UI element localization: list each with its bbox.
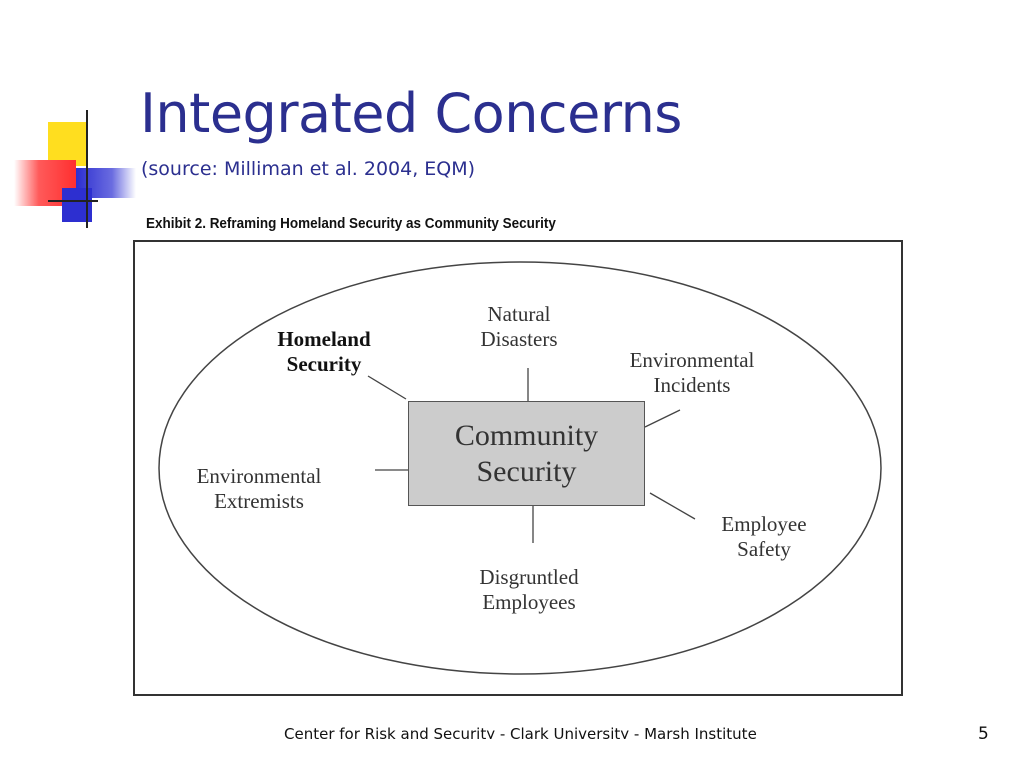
page-number: 5 bbox=[978, 724, 989, 744]
connector-homeland bbox=[367, 375, 407, 400]
logo-horizontal-line bbox=[48, 200, 98, 202]
logo-vertical-line bbox=[86, 110, 88, 228]
node-disgruntled-employees: Disgruntled Employees bbox=[479, 564, 579, 614]
node-environmental-extremists: Environmental Extremists bbox=[196, 463, 322, 513]
community-security-label: Community Security bbox=[454, 418, 599, 488]
slide-footer: Center for Risk and Security - Clark Uni… bbox=[284, 725, 872, 739]
node-employee-safety: Employee Safety bbox=[721, 511, 807, 561]
node-environmental-incidents: Environmental Incidents bbox=[629, 347, 755, 397]
exhibit-caption: Exhibit 2. Reframing Homeland Security a… bbox=[146, 216, 556, 232]
node-homeland-security: Homeland Security bbox=[277, 326, 371, 376]
connector-env-incidents bbox=[644, 409, 681, 428]
community-security-box: Community Security bbox=[408, 401, 645, 506]
outer-ellipse bbox=[158, 261, 882, 675]
logo-yellow-square bbox=[48, 122, 86, 166]
slide-title: Integrated Concerns bbox=[140, 82, 682, 145]
node-natural-disasters: Natural Disasters bbox=[480, 301, 558, 351]
connector-employee-safety bbox=[649, 492, 696, 520]
footer-text: Center for Risk and Security - Clark Uni… bbox=[284, 725, 757, 739]
exhibit-figure: Community Security Homeland Security Nat… bbox=[133, 240, 903, 696]
diagram-svg bbox=[158, 261, 882, 675]
slide-logo-decoration bbox=[0, 0, 140, 240]
slide-subtitle: (source: Milliman et al. 2004, EQM) bbox=[141, 158, 476, 180]
